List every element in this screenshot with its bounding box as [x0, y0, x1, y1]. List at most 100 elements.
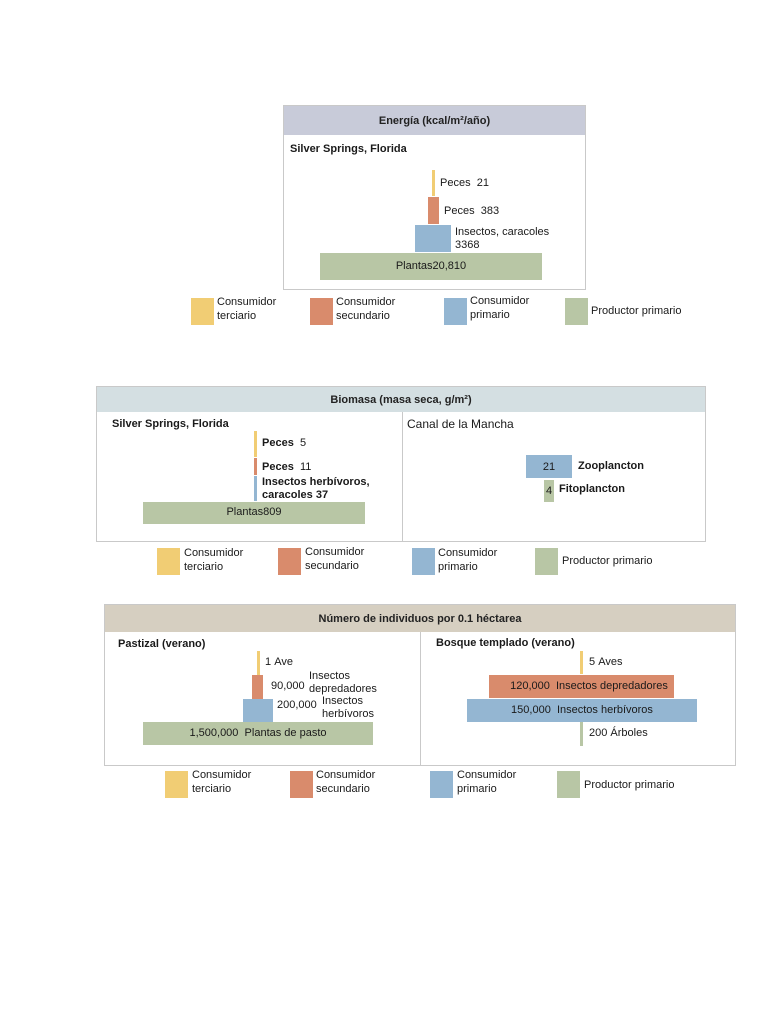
numbers-right-secundario-value: 120,000 [510, 680, 550, 692]
legend1-text-terciario: Consumidor terciario [217, 295, 276, 323]
biomass-panel: Biomasa (masa seca, g/m²) Silver Springs… [96, 386, 706, 542]
legend3-text-productor: Productor primario [584, 779, 675, 791]
biomass-bar-fitoplancton [544, 480, 554, 502]
biomass-secundario-value: 11 [299, 461, 312, 473]
biomass-header: Biomasa (masa seca, g/m²) [97, 387, 705, 412]
numbers-left-bar-primario [243, 699, 273, 722]
legend3-swatch-secundario [290, 771, 313, 798]
energy-terciario-name: Peces [440, 177, 471, 189]
numbers-right-bar-productor [580, 722, 583, 746]
energy-primario-value: 3368 [455, 239, 480, 251]
biomass-bar-productor [143, 502, 365, 524]
biomass-fitoplancton-name: Fitoplancton [559, 483, 625, 495]
numbers-left-label-primario: Insectos herbívoros [322, 695, 374, 721]
numbers-right-bar-primario [467, 699, 697, 722]
legend3-text-terciario: Consumidor terciario [192, 768, 251, 796]
biomass-primario-value: 37 [315, 489, 329, 501]
biomass-productor-name: Plantas [226, 506, 264, 518]
energy-bar-productor [320, 253, 542, 280]
numbers-left-secundario-value: 90,000 [271, 680, 305, 692]
numbers-right-label-secundario: 120,000 Insectos depredadores [489, 680, 689, 693]
legend1-secundario-line1: Consumidor [336, 296, 396, 308]
numbers-right-label-primario: 150,000 Insectos herbívoros [467, 704, 697, 717]
energy-secundario-name: Peces [444, 205, 475, 217]
biomass-bar-terciario [254, 431, 257, 457]
legend2-primario-line2: primario [438, 561, 478, 573]
legend3-primario-line1: Consumidor [457, 769, 517, 781]
numbers-left-terciario-name: Ave [274, 656, 293, 668]
numbers-left-secundario-name: Insectos [309, 670, 350, 682]
legend2-swatch-productor [535, 548, 558, 575]
legend3-secundario-line1: Consumidor [316, 769, 376, 781]
legend1-primario-line2: primario [470, 309, 510, 321]
numbers-left-bar-secundario [252, 675, 263, 699]
numbers-left-primario-value: 200,000 [277, 699, 317, 711]
biomass-secundario-name: Peces [262, 461, 294, 473]
numbers-left-terciario-value: 1 [265, 656, 272, 668]
legend3-text-secundario: Consumidor secundario [316, 768, 375, 796]
numbers-left-secundario-name2: depredadores [309, 683, 377, 695]
legend3-swatch-terciario [165, 771, 188, 798]
biomass-bar-zooplancton [526, 455, 572, 478]
legend1-terciario-line2: terciario [217, 310, 257, 322]
legend1-swatch-primario [444, 298, 467, 325]
legend2-text-primario: Consumidor primario [438, 546, 497, 574]
energy-subtitle: Silver Springs, Florida [290, 143, 407, 155]
legend1-text-primario: Consumidor primario [470, 294, 529, 322]
energy-productor-name: Plantas [395, 260, 433, 272]
biomass-label-productor: Plantas809 [143, 506, 365, 519]
numbers-left-label-secundario: Insectos depredadores [309, 670, 377, 696]
numbers-right-secundario-name: Insectos depredadores [555, 680, 668, 692]
legend3-terciario-line1: Consumidor [192, 769, 252, 781]
legend1-secundario-line2: secundario [336, 310, 390, 322]
numbers-left-primario-name2: herbívoros [322, 708, 374, 720]
legend1-swatch-terciario [191, 298, 214, 325]
biomass-bar-secundario [254, 458, 257, 475]
legend1-primario-line1: Consumidor [470, 295, 530, 307]
numbers-divider [420, 632, 421, 765]
numbers-right-terciario-name: Aves [598, 656, 623, 668]
biomass-productor-value: 809 [263, 506, 282, 518]
numbers-right-subtitle: Bosque templado (verano) [436, 637, 575, 649]
legend2-secundario-line2: secundario [305, 560, 359, 572]
numbers-right-productor-value: 200 [589, 727, 608, 739]
energy-panel: Energía (kcal/m²/año) Silver Springs, Fl… [283, 105, 586, 290]
biomass-left-subtitle: Silver Springs, Florida [112, 418, 229, 430]
legend2-swatch-terciario [157, 548, 180, 575]
numbers-left-productor-name: Plantas de pasto [244, 727, 327, 739]
numbers-left-subtitle: Pastizal (verano) [118, 638, 206, 650]
legend2-text-productor: Productor primario [562, 555, 653, 567]
biomass-bar-primario [254, 476, 257, 501]
biomass-zooplancton-value: 21 [542, 461, 556, 473]
energy-bar-terciario [432, 170, 435, 196]
legend1-swatch-secundario [310, 298, 333, 325]
legend3-primario-line2: primario [457, 783, 497, 795]
biomass-fitoplancton-value: 4 [545, 485, 553, 497]
legend2-primario-line1: Consumidor [438, 547, 498, 559]
biomass-primario-name2: caracoles [262, 489, 313, 501]
legend3-text-primario: Consumidor primario [457, 768, 516, 796]
legend1-text-secundario: Consumidor secundario [336, 295, 395, 323]
legend2-text-secundario: Consumidor secundario [305, 545, 364, 573]
energy-bar-primario [415, 225, 451, 252]
numbers-left-label-productor: 1,500,000 Plantas de pasto [143, 727, 373, 740]
legend3-terciario-line2: terciario [192, 783, 232, 795]
biomass-divider [402, 412, 403, 541]
legend2-terciario-line1: Consumidor [184, 547, 244, 559]
legend3-secundario-line2: secundario [316, 783, 370, 795]
legend1-text-productor: Productor primario [591, 305, 682, 317]
legend1-terciario-line1: Consumidor [217, 296, 277, 308]
numbers-right-primario-name: Insectos herbívoros [556, 704, 653, 716]
legend3-swatch-productor [557, 771, 580, 798]
numbers-right-primario-value: 150,000 [511, 704, 551, 716]
numbers-left-label-terciario: 1 Ave [265, 656, 293, 669]
energy-title: Energía (kcal/m²/año) [378, 114, 491, 127]
energy-productor-value: 20,810 [432, 260, 467, 272]
legend2-swatch-secundario [278, 548, 301, 575]
numbers-left-bar-terciario [257, 651, 260, 675]
numbers-header: Número de individuos por 0.1 héctarea [105, 605, 735, 632]
legend3-swatch-primario [430, 771, 453, 798]
energy-secundario-value: 383 [480, 205, 500, 217]
biomass-terciario-name: Peces [262, 437, 294, 449]
numbers-right-bar-terciario [580, 651, 583, 674]
